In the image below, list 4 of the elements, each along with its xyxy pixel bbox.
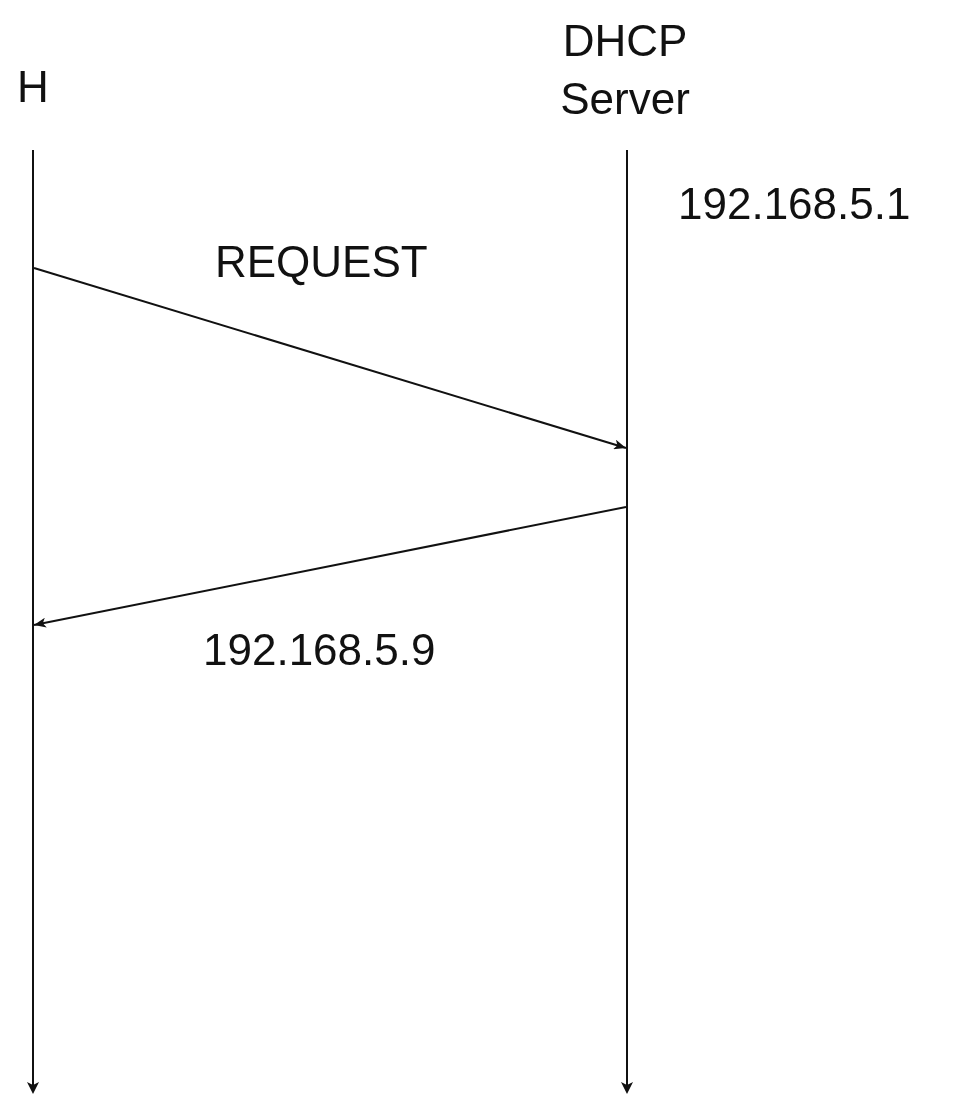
message-arrow bbox=[33, 267, 627, 450]
participant-label: H bbox=[16, 61, 50, 113]
participant-label: DHCP Server bbox=[559, 15, 691, 125]
message-arrow bbox=[33, 506, 627, 628]
